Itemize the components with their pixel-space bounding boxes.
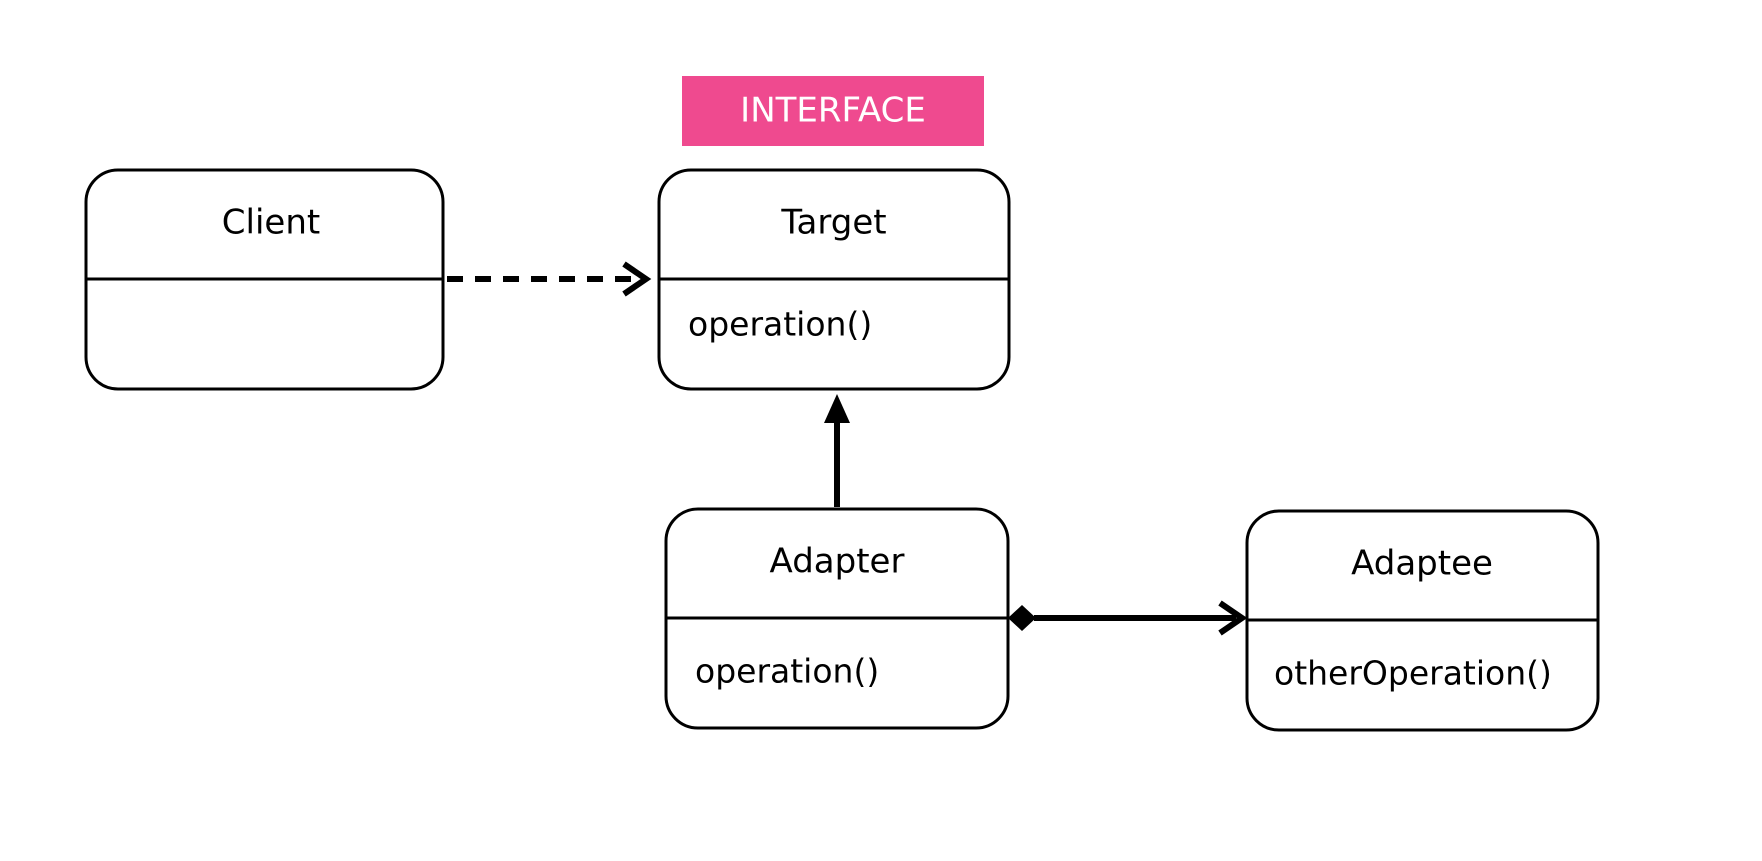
- class-adapter-name: Adapter: [770, 542, 905, 582]
- composition-arrowhead: [1218, 600, 1248, 636]
- class-client-name: Client: [222, 203, 320, 243]
- interface-stereotype-box: [682, 76, 984, 146]
- interface-stereotype-label: INTERFACE: [740, 91, 926, 131]
- class-adaptee-operation: otherOperation(): [1274, 654, 1552, 693]
- interface-stereotype: INTERFACE: [682, 76, 984, 146]
- realization-connector: [824, 394, 850, 507]
- class-target-name: Target: [780, 203, 886, 243]
- class-adapter-operation: operation(): [695, 652, 879, 691]
- realization-arrowhead: [824, 394, 850, 423]
- class-adaptee[interactable]: Adaptee otherOperation(): [1245, 509, 1600, 732]
- class-target[interactable]: Target operation(): [657, 168, 1011, 391]
- class-client[interactable]: Client: [84, 168, 445, 391]
- class-adaptee-name: Adaptee: [1351, 544, 1493, 584]
- dependency-arrowhead: [622, 261, 652, 297]
- class-target-operation: operation(): [688, 305, 872, 344]
- dependency-connector: [447, 261, 652, 297]
- composition-diamond: [1008, 605, 1036, 631]
- class-adapter[interactable]: Adapter operation(): [664, 507, 1010, 730]
- composition-connector: [1008, 600, 1248, 636]
